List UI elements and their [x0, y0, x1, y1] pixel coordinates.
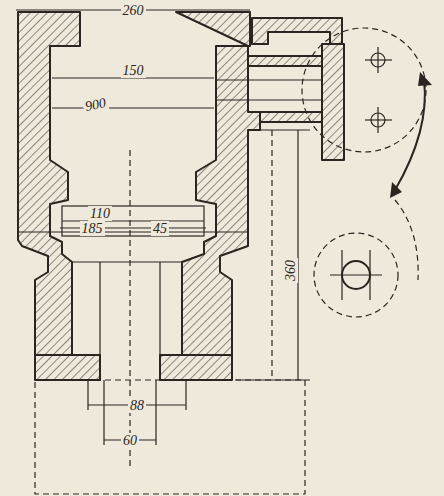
- dimension-label: 110: [88, 206, 112, 221]
- dimension-label: 88: [128, 398, 146, 413]
- dimension-label: 60: [121, 433, 139, 448]
- dimension-label: 150: [121, 63, 146, 78]
- dimension-label: 900: [81, 94, 109, 114]
- dimension-label: 260: [121, 3, 146, 18]
- dimension-label: 185: [80, 221, 105, 236]
- dimension-label: 360: [283, 258, 298, 283]
- dimension-label: 45: [151, 221, 169, 236]
